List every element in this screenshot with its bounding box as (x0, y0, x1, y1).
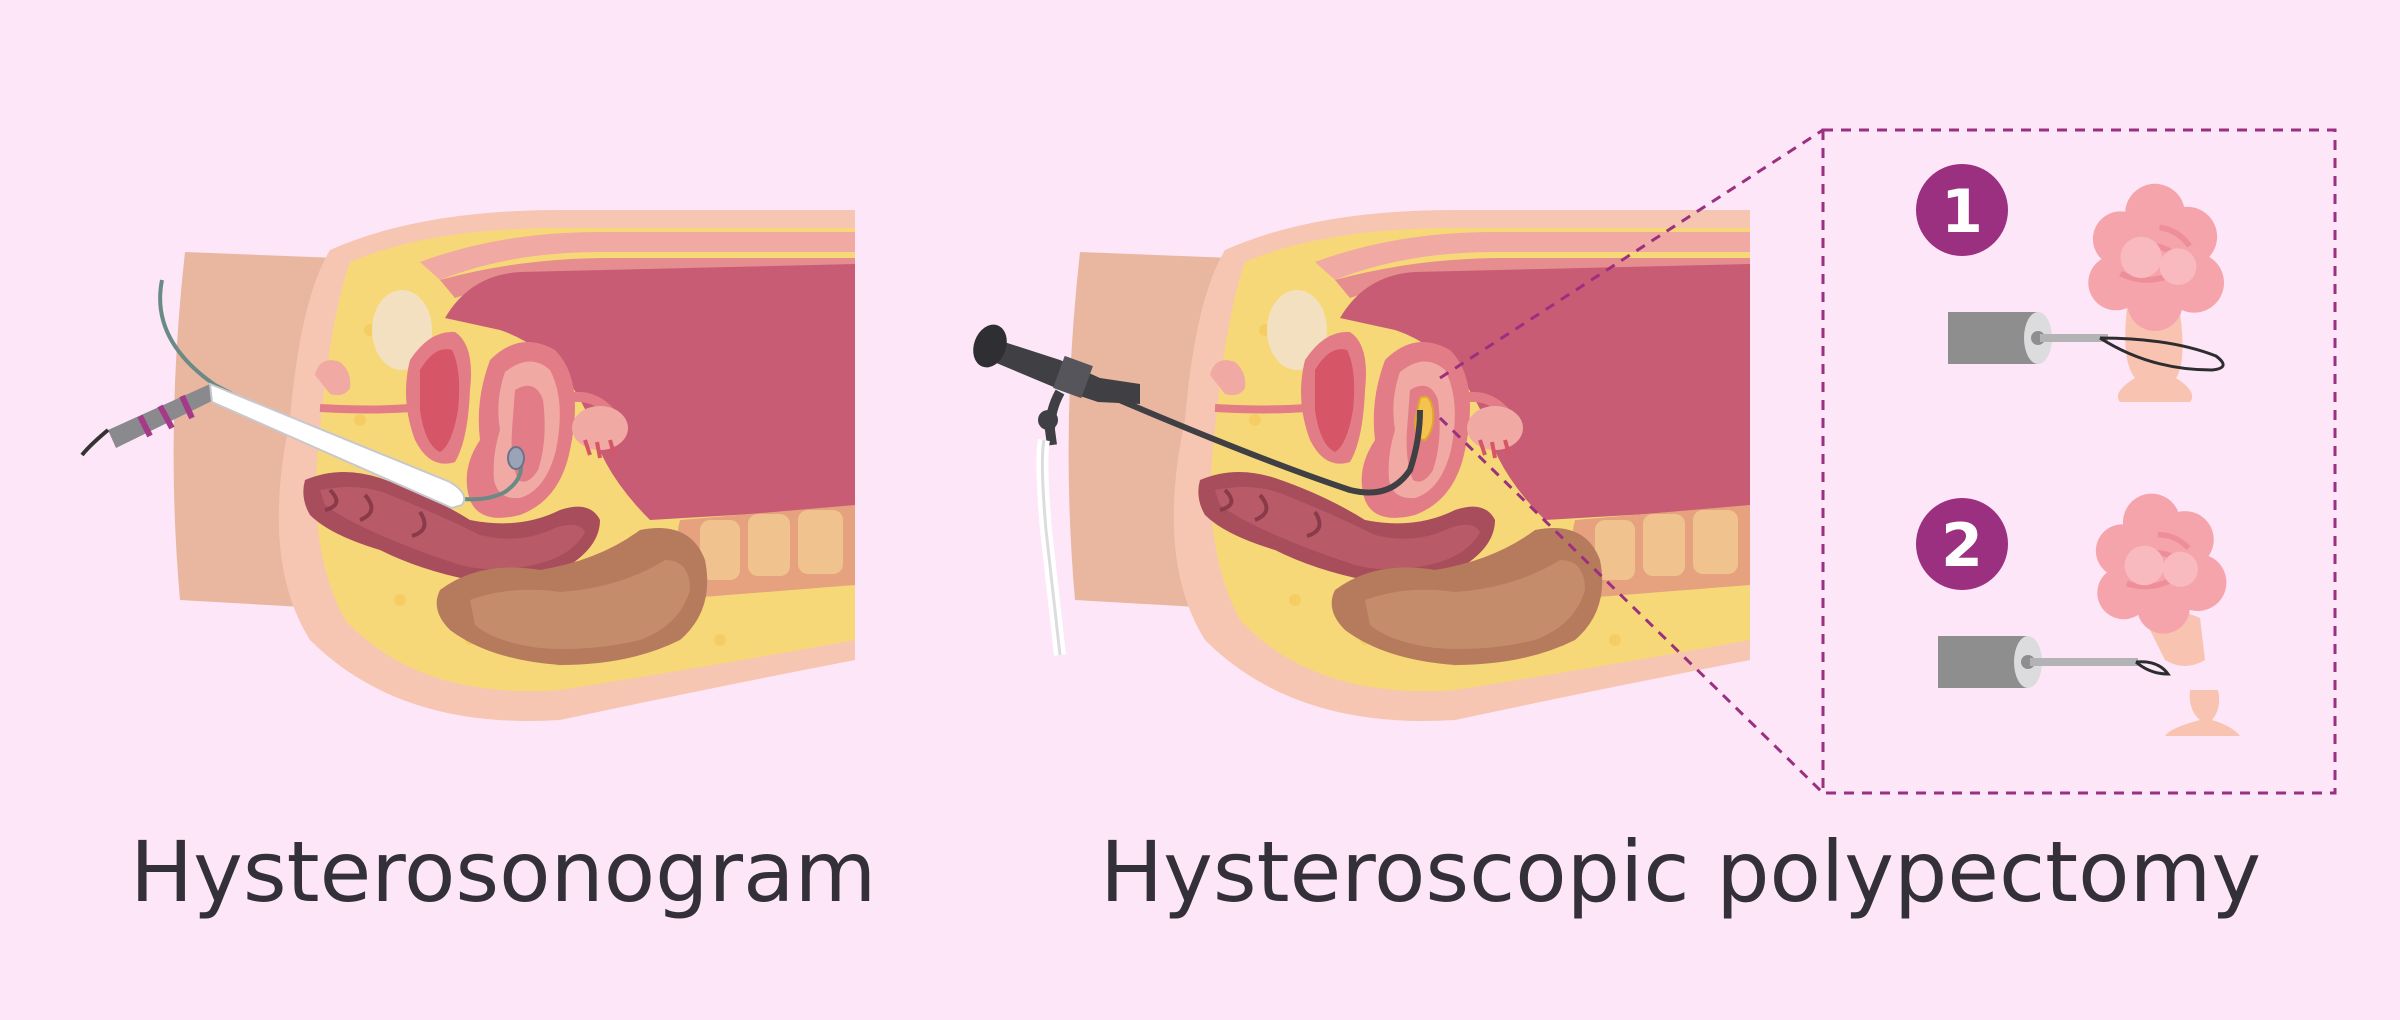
polyp-2-icon (2084, 485, 2232, 642)
hysteroscope-icon (973, 324, 1423, 656)
snare-loop-1 (2099, 336, 2225, 372)
step-1-number: 1 (1941, 177, 1983, 247)
hysteroscopic-polypectomy-caption: Hysteroscopic polypectomy (1100, 823, 2262, 921)
hysterosonogram-caption: Hysterosonogram (130, 823, 877, 921)
step-2-panel: 2 (1916, 485, 2240, 736)
step-2-badge (1916, 498, 2008, 590)
snare-loop-2 (2135, 660, 2171, 676)
step-1-badge (1916, 164, 2008, 256)
step-2-number: 2 (1941, 511, 1983, 581)
callout-connector (1438, 128, 1825, 795)
hysterosonogram-illustration (80, 210, 855, 721)
callout-box (1821, 128, 2337, 795)
polyp-1-icon (2088, 184, 2224, 331)
step-1-panel: 1 (1916, 164, 2224, 402)
